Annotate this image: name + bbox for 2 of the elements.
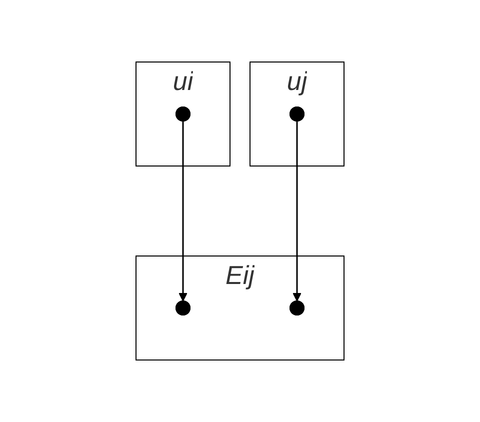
- arrow: [292, 121, 302, 302]
- arrow: [178, 121, 188, 302]
